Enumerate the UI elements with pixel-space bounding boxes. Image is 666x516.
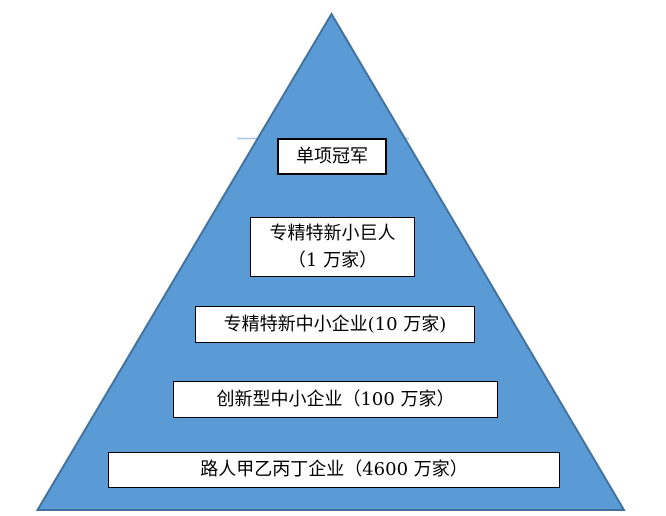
pyramid-level-single-champion: 单项冠军 — [277, 138, 387, 175]
level-label: 创新型中小企业（100 万家） — [216, 388, 455, 410]
pyramid-level-ordinary-enterprise: 路人甲乙丙丁企业（4600 万家） — [108, 452, 560, 488]
level-label: 单项冠军 — [296, 145, 368, 167]
level-label-line1: 专精特新小巨人 — [269, 223, 396, 244]
pyramid-level-little-giant: 专精特新小巨人 （1 万家） — [250, 217, 415, 277]
level-label: 路人甲乙丙丁企业（4600 万家） — [200, 459, 468, 480]
level-label-line2: （1 万家） — [287, 250, 378, 271]
pyramid-level-srdi-sme: 专精特新中小企业(10 万家) — [195, 306, 475, 343]
pyramid-level-innovative-sme: 创新型中小企业（100 万家） — [173, 381, 498, 418]
level-label: 专精特新中小企业(10 万家) — [223, 313, 447, 335]
